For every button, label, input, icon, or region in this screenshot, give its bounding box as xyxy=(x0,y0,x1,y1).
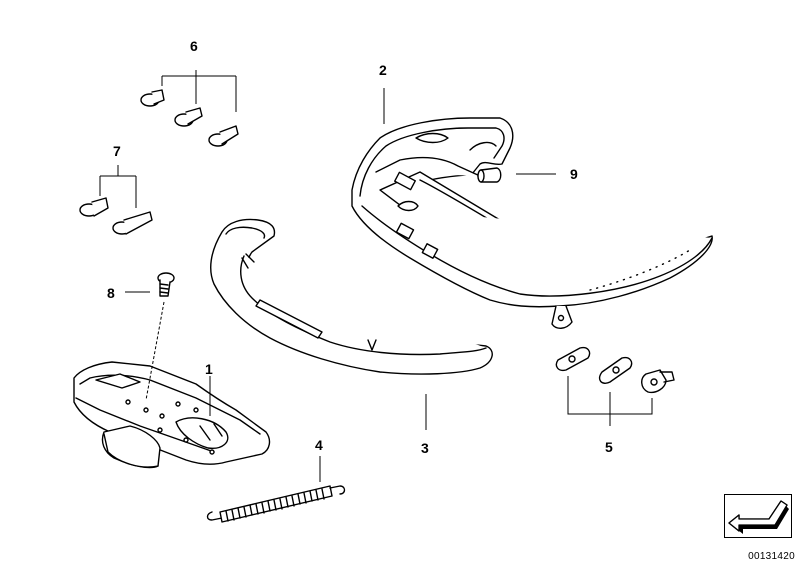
callout-8: 8 xyxy=(107,285,115,301)
return-navigation-button[interactable] xyxy=(724,494,792,538)
return-arrow-icon xyxy=(728,500,789,534)
part-5-mounting-brackets xyxy=(555,346,675,394)
callout-5: 5 xyxy=(605,439,613,455)
part-2-seat-shell xyxy=(351,117,713,329)
leader-lines xyxy=(99,70,653,482)
callout-3: 3 xyxy=(421,440,429,456)
callout-6: 6 xyxy=(190,38,198,54)
part-7-shoulder-screws xyxy=(79,197,153,235)
part-6-collar-screws xyxy=(140,89,239,147)
callout-7: 7 xyxy=(113,143,121,159)
part-9-sleeve xyxy=(477,167,502,183)
callout-4: 4 xyxy=(315,437,323,453)
callout-1: 1 xyxy=(205,361,213,377)
callout-9: 9 xyxy=(570,166,578,182)
part-1-seat-frame-tray xyxy=(73,361,271,469)
diagram-reference-code: 00131420 xyxy=(748,551,795,562)
part-4-tension-spring xyxy=(206,485,346,523)
part-3-front-trim-bar xyxy=(210,218,493,375)
part-8-fillister-screw xyxy=(157,272,175,297)
callout-2: 2 xyxy=(379,62,387,78)
